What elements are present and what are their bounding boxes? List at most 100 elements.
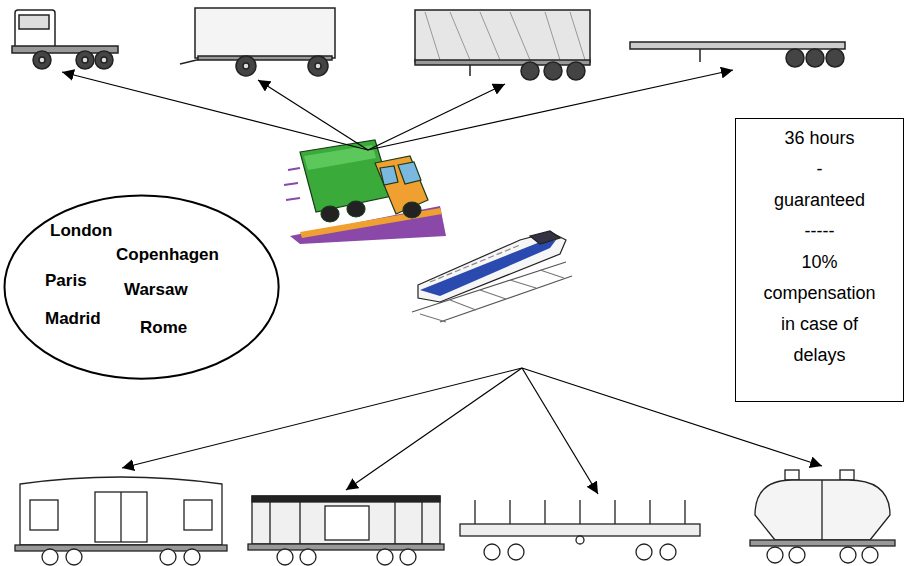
hopper-wagon <box>750 470 895 563</box>
train-clipart <box>412 231 572 322</box>
flatbed-trailer <box>699 49 701 62</box>
tractor-unit <box>101 57 107 63</box>
drawbar-trailer <box>180 8 335 76</box>
open-wagon <box>270 502 422 544</box>
hopper-wagon <box>862 547 878 563</box>
hopper-wagon <box>789 547 805 563</box>
city-name: Copenhagen <box>116 245 219 265</box>
curtain-trailer <box>469 65 471 76</box>
city-name: Rome <box>140 318 187 338</box>
guarantee-text: 10% compensation in case of delays <box>757 247 882 371</box>
covered-wagon <box>95 492 147 542</box>
tractor-unit <box>95 51 113 69</box>
flat-wagon <box>508 544 524 560</box>
flat-wagon <box>576 536 584 544</box>
open-wagon <box>248 544 444 550</box>
city-ellipse: LondonCopenhagenParis WarsawMadrid Rome <box>3 194 280 380</box>
flatbed-trailer <box>630 42 845 67</box>
train-clipart <box>530 231 560 244</box>
drawbar-trailer <box>243 63 249 69</box>
curtain-trailer <box>567 62 585 80</box>
hopper-wagon <box>821 480 822 540</box>
arrow <box>346 368 522 490</box>
lorry-clipart <box>380 166 398 185</box>
flat-wagon <box>475 500 685 526</box>
tractor-unit <box>39 57 45 63</box>
flatbed-trailer <box>826 49 844 67</box>
covered-wagon <box>30 500 58 530</box>
flat-wagon <box>460 500 700 560</box>
covered-wagon <box>160 549 176 565</box>
curtain-trailer <box>521 62 539 80</box>
drawbar-trailer <box>195 8 335 58</box>
arrow <box>258 80 368 150</box>
open-wagon <box>248 496 444 565</box>
drawbar-trailer <box>236 56 256 76</box>
covered-wagon <box>42 549 58 565</box>
covered-wagon <box>66 549 82 565</box>
train-clipart <box>418 232 566 302</box>
lorry-clipart <box>398 162 421 184</box>
lorry-clipart <box>403 202 421 218</box>
tractor-unit <box>76 51 94 69</box>
lorry-clipart <box>290 206 446 244</box>
curtain-trailer <box>544 62 562 80</box>
guarantee-text: 36 hours <box>742 123 897 154</box>
covered-wagon <box>120 492 121 542</box>
open-wagon <box>277 549 293 565</box>
guarantee-text: ----- <box>742 216 897 247</box>
flat-wagon <box>460 524 700 536</box>
city-name: London <box>50 221 112 241</box>
hopper-wagon <box>767 547 783 563</box>
arrow <box>522 368 598 494</box>
guarantee-text: guaranteed <box>742 185 897 216</box>
tractor-unit <box>82 57 88 63</box>
drawbar-trailer <box>315 63 321 69</box>
train-clipart <box>430 245 520 282</box>
guarantee-text: - <box>742 154 897 185</box>
hopper-wagon <box>840 470 854 480</box>
curtain-trailer <box>415 10 590 62</box>
hopper-wagon <box>750 540 895 546</box>
open-wagon <box>325 506 369 540</box>
guarantee-box: 36 hours-guaranteed-----10% compensation… <box>735 118 904 402</box>
arrow <box>122 368 522 468</box>
curtain-trailer <box>425 12 585 60</box>
lorry-clipart <box>300 140 392 212</box>
flatbed-trailer <box>630 42 845 49</box>
arrow <box>62 72 368 150</box>
covered-wagon <box>184 500 212 530</box>
tractor-unit <box>19 15 49 29</box>
flat-wagon <box>636 544 652 560</box>
hopper-wagon <box>840 547 856 563</box>
covered-wagon <box>20 477 222 545</box>
tractor-unit <box>12 10 118 69</box>
open-wagon <box>377 549 393 565</box>
hopper-wagon <box>785 470 799 480</box>
arrow <box>62 70 733 150</box>
open-wagon <box>252 496 440 502</box>
open-wagon <box>300 549 316 565</box>
flatbed-trailer <box>806 49 824 67</box>
flatbed-trailer <box>786 49 804 67</box>
drawbar-trailer <box>308 56 328 76</box>
arrow <box>122 368 822 494</box>
tractor-unit <box>33 51 51 69</box>
lorry-clipart <box>284 168 300 200</box>
hopper-wagon <box>755 480 890 540</box>
lorry-clipart <box>321 206 339 222</box>
city-name: Paris <box>45 271 87 291</box>
curtain-trailer <box>415 60 590 65</box>
city-name: Madrid <box>45 309 101 329</box>
covered-wagon <box>15 477 227 565</box>
flat-wagon <box>660 544 676 560</box>
city-name: Warsaw <box>124 280 188 300</box>
lorry-clipart <box>347 201 365 217</box>
covered-wagon <box>184 549 200 565</box>
train-clipart <box>420 240 556 296</box>
open-wagon <box>400 549 416 565</box>
flat-wagon <box>484 544 500 560</box>
arrow <box>368 70 733 150</box>
lorry-clipart <box>284 140 446 244</box>
